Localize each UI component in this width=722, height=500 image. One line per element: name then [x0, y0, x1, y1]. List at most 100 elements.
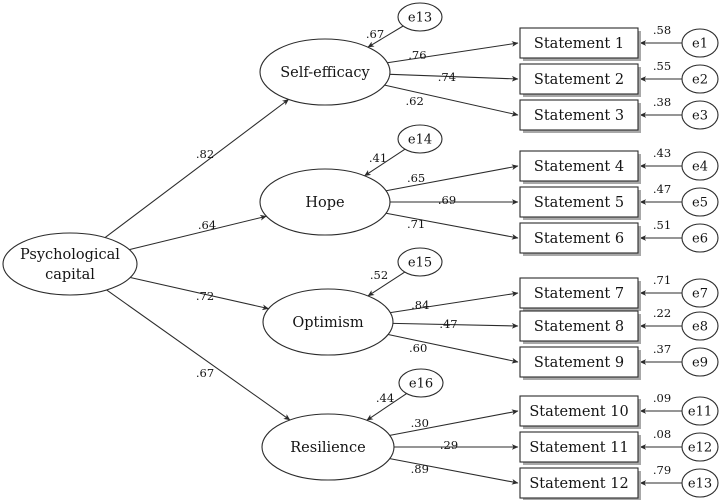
- latent-node-hope[interactable]: [259, 168, 391, 236]
- indicator-box[interactable]: [519, 63, 639, 95]
- error-node-e2[interactable]: [681, 64, 719, 94]
- latent-label-self-efficacy: Self-efficacy: [280, 65, 370, 81]
- latent-label-resilience: Resilience: [290, 440, 365, 456]
- latent-label-optimism: Optimism: [292, 315, 363, 331]
- latent-node-resilience[interactable]: [261, 413, 395, 481]
- error-label-e13: e13: [688, 477, 712, 492]
- loading-coefficient-hope-0: .65: [407, 171, 425, 185]
- loading-coefficient-optimism-2: .60: [409, 341, 427, 355]
- error-coefficient-e12: .08: [653, 427, 671, 441]
- error-label-e4: e4: [692, 160, 708, 175]
- error-label-e6: e6: [692, 232, 708, 247]
- structural-coefficient-self-efficacy: .82: [196, 147, 214, 161]
- indicator-box[interactable]: [519, 150, 639, 182]
- indicator-label: Statement 8: [534, 319, 624, 335]
- structural-coefficient-resilience: .67: [196, 366, 214, 380]
- error-node-e11[interactable]: [681, 396, 719, 426]
- loading-coefficient-optimism-0: .84: [411, 298, 429, 312]
- error-node-e3[interactable]: [681, 100, 719, 130]
- error-node-e6[interactable]: [681, 223, 719, 253]
- indicator-box[interactable]: [519, 346, 639, 378]
- loading-coefficient-hope-2: .71: [407, 217, 425, 231]
- indicator-box[interactable]: [519, 310, 639, 342]
- indicator-box[interactable]: [519, 222, 639, 254]
- loading-coefficient-resilience-0: .30: [411, 416, 429, 430]
- indicator-label: Statement 6: [534, 231, 624, 247]
- structural-coefficient-hope: .64: [198, 218, 216, 232]
- error-node-e13[interactable]: [681, 468, 719, 498]
- loading-path-optimism-1: [392, 322, 519, 329]
- error-label-e9: e9: [692, 356, 708, 371]
- disturbance-node-e16[interactable]: [398, 368, 444, 398]
- disturbance-coefficient-e13: .67: [366, 27, 384, 41]
- indicator-box[interactable]: [519, 467, 639, 499]
- loading-coefficient-resilience-2: .89: [411, 462, 429, 476]
- loading-path-hope-0: [385, 164, 519, 192]
- indicator-box[interactable]: [519, 99, 639, 131]
- indicator-label: Statement 12: [529, 476, 628, 492]
- error-node-e12[interactable]: [681, 432, 719, 462]
- loading-coefficient-self-efficacy-2: .62: [405, 94, 423, 108]
- error-coefficient-e9: .37: [653, 342, 671, 356]
- indicator-box[interactable]: [519, 27, 639, 59]
- disturbance-label-e13: e13: [408, 11, 432, 26]
- structural-path-resilience: [106, 289, 291, 421]
- loading-path-self-efficacy-2: [384, 84, 519, 117]
- error-coefficient-e4: .43: [653, 146, 671, 160]
- indicator-label: Statement 11: [529, 440, 628, 456]
- error-node-e5[interactable]: [681, 187, 719, 217]
- indicator-box[interactable]: [519, 186, 639, 218]
- psychological-capital-label-line1: Psychological: [20, 247, 120, 263]
- error-node-e4[interactable]: [681, 151, 719, 181]
- indicator-box[interactable]: [519, 277, 639, 309]
- error-node-e1[interactable]: [681, 28, 719, 58]
- error-coefficient-e5: .47: [653, 182, 671, 196]
- disturbance-path-e15: [367, 271, 406, 297]
- error-node-e7[interactable]: [681, 278, 719, 308]
- error-label-e8: e8: [692, 320, 708, 335]
- disturbance-coefficient-e15: .52: [370, 268, 388, 282]
- error-label-e7: e7: [692, 287, 708, 302]
- disturbance-path-e13: [367, 25, 404, 48]
- structural-path-hope: [129, 214, 267, 251]
- error-node-e9[interactable]: [681, 347, 719, 377]
- error-node-e8[interactable]: [681, 311, 719, 341]
- latent-node-self-efficacy[interactable]: [259, 38, 391, 106]
- error-coefficient-e11: .09: [653, 391, 671, 405]
- indicator-box[interactable]: [519, 431, 639, 463]
- loading-path-optimism-2: [388, 334, 519, 364]
- indicator-label: Statement 1: [534, 36, 624, 52]
- psychological-capital-node[interactable]: [2, 232, 138, 296]
- disturbance-path-e16: [366, 393, 407, 421]
- error-label-e5: e5: [692, 196, 708, 211]
- error-coefficient-e2: .55: [653, 59, 671, 73]
- indicator-box[interactable]: [519, 395, 639, 427]
- indicator-label: Statement 5: [534, 195, 624, 211]
- disturbance-node-e15[interactable]: [397, 247, 443, 277]
- error-label-e3: e3: [692, 109, 708, 124]
- disturbance-node-e14[interactable]: [397, 124, 443, 154]
- error-label-e1: e1: [692, 37, 708, 52]
- loading-path-hope-2: [385, 212, 519, 240]
- labels-layer: Psychological capital .82 Self-efficacy e13.…: [20, 11, 712, 493]
- disturbance-coefficient-e16: .44: [376, 391, 394, 405]
- disturbance-node-e13[interactable]: [397, 2, 443, 32]
- latent-node-optimism[interactable]: [262, 288, 394, 356]
- error-coefficient-e7: .71: [653, 273, 671, 287]
- error-label-e2: e2: [692, 73, 708, 88]
- edges-layer: [104, 25, 682, 486]
- psychological-capital-label-line2: capital: [45, 267, 95, 283]
- loading-path-self-efficacy-1: [389, 73, 519, 82]
- latent-label-hope: Hope: [305, 195, 344, 211]
- disturbance-path-e14: [364, 148, 406, 177]
- disturbance-label-e14: e14: [408, 133, 432, 148]
- error-coefficient-e13: .79: [653, 463, 671, 477]
- loading-coefficient-optimism-1: .47: [439, 317, 457, 331]
- error-coefficient-e8: .22: [653, 306, 671, 320]
- loading-path-resilience-2: [389, 458, 519, 485]
- error-label-e11: e11: [688, 405, 712, 420]
- structural-path-self-efficacy: [104, 98, 289, 239]
